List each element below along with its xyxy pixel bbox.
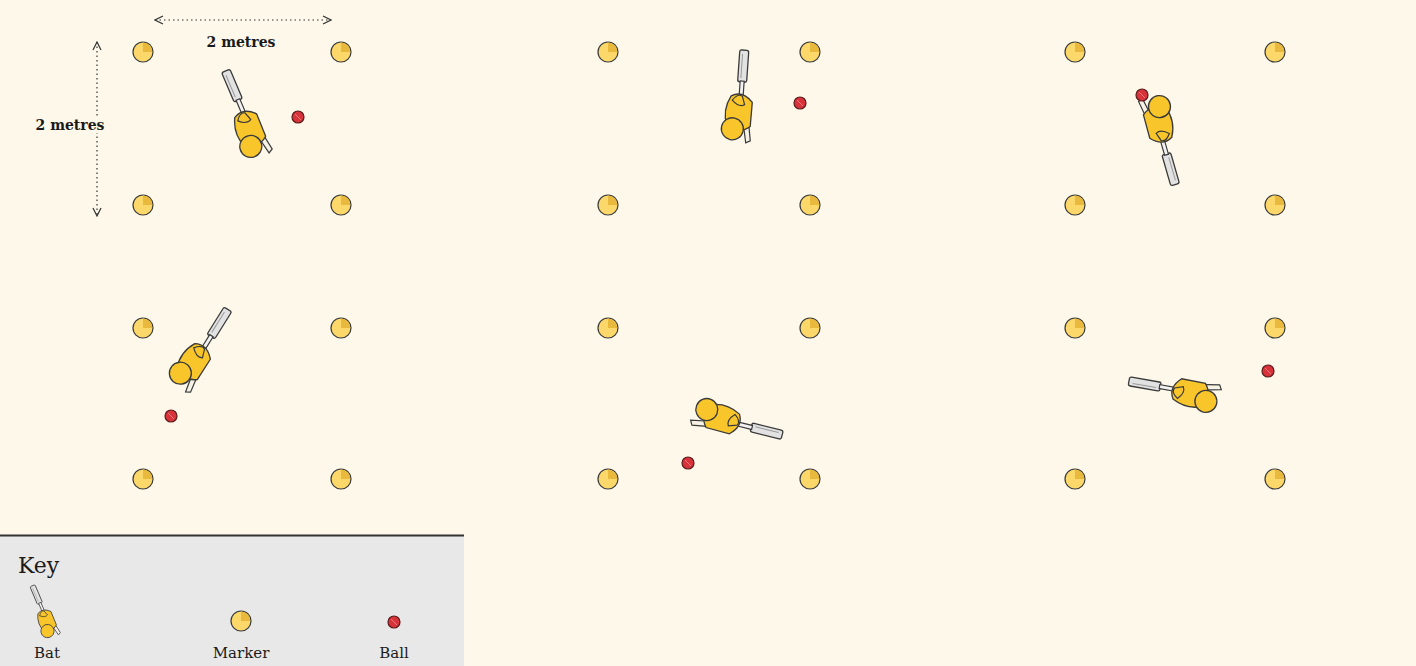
- batter-figures: [165, 48, 1223, 458]
- dimension-label: 2 metres: [34, 117, 107, 133]
- cone-markers: [133, 42, 1285, 489]
- legend-label: Marker: [213, 644, 270, 662]
- balls: [165, 89, 1274, 469]
- legend-label: Ball: [379, 644, 409, 662]
- key-panel: [0, 535, 464, 666]
- dimension-line: [155, 19, 331, 20]
- key-heading: Key: [18, 553, 59, 578]
- dimension-label: 2 metres: [205, 34, 278, 50]
- legend-label: Bat: [34, 644, 60, 662]
